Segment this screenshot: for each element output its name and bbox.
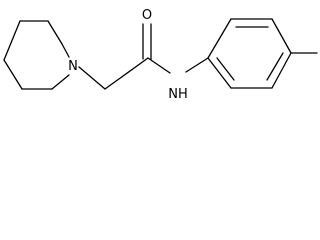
ring-bond [51,74,70,90]
ring-bond [207,18,232,59]
ring-bond [271,18,292,54]
ring-bond [207,57,232,89]
ring-bond [271,52,292,89]
ring-bond [61,43,70,58]
nh-aryl-bond [185,57,209,73]
aromatic-inner-bond [216,57,235,81]
ring-bond [3,59,23,90]
ch2-co-bond [104,57,149,90]
molecule-structure: N O NH [3,8,318,102]
tolyl-ring [207,18,318,89]
acetamide-linker [78,23,209,90]
co-nh-bond [147,57,171,74]
ring-bond [47,20,63,45]
piperidine-nitrogen-label: N [68,59,78,74]
carbonyl-oxygen-label: O [142,8,152,23]
n-ch2-bond [78,66,106,90]
ring-bond [3,20,21,61]
amide-nh-label: NH [168,87,188,102]
piperidine-ring [3,20,70,90]
aromatic-inner-bond [266,52,284,81]
